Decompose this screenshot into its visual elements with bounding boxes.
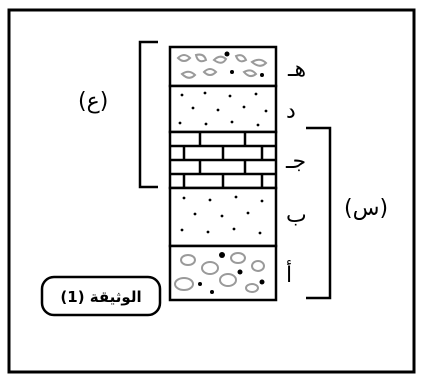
bracket-lower-group: [306, 126, 332, 300]
layer-jim-limestone: [168, 130, 278, 190]
bracket-upper-group: [138, 40, 158, 189]
layer-he-conglomerate: [168, 45, 278, 88]
document-label: الوثيقة (1): [60, 288, 141, 306]
group-label-sin: (س): [344, 196, 388, 221]
layer-dal-sandstone: [168, 84, 278, 134]
layer-label-jim: جـ: [285, 149, 306, 174]
layer-alif-conglomerate: [168, 244, 278, 302]
layer-ba-sandstone: [168, 186, 278, 248]
group-label-ain: (ع): [78, 89, 108, 114]
layer-label-ba: ب: [286, 203, 307, 228]
layer-label-he: هـ: [287, 57, 306, 82]
document-label-box: [40, 275, 162, 317]
outer-frame: [7, 8, 416, 374]
layer-label-dal: د: [286, 99, 296, 124]
rock-column: [168, 45, 278, 302]
layer-label-alif: أ: [286, 260, 292, 288]
